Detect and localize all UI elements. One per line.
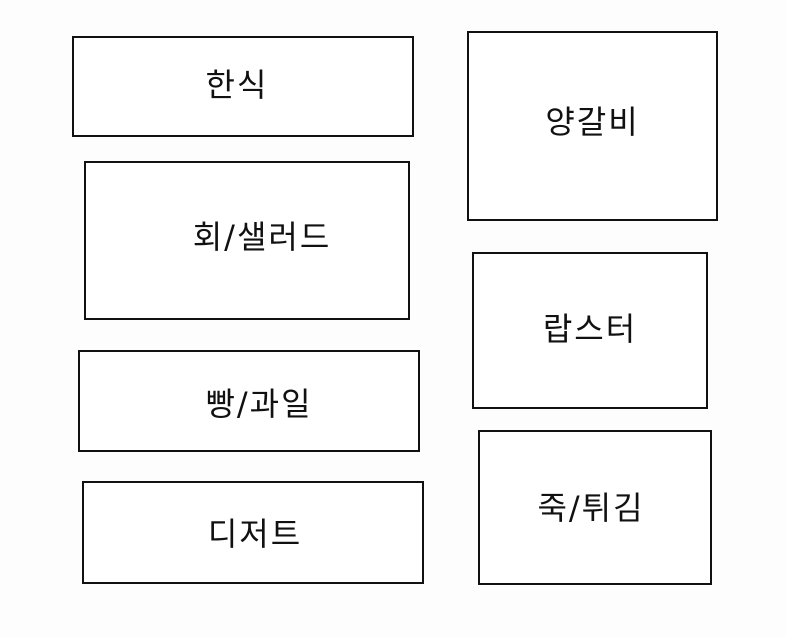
category-label-dessert: 디저트 bbox=[207, 514, 303, 553]
category-box-sashimi-salad: 회/샐러드 bbox=[84, 161, 410, 320]
category-box-lamb-ribs: 양갈비 bbox=[467, 31, 718, 221]
category-label-sashimi-salad: 회/샐러드 bbox=[192, 217, 332, 256]
category-label-lamb-ribs: 양갈비 bbox=[545, 103, 640, 141]
category-label-bread-fruit: 빵/과일 bbox=[205, 385, 313, 423]
category-box-korean: 한식 bbox=[72, 36, 414, 137]
category-box-dessert: 디저트 bbox=[82, 481, 424, 584]
category-box-lobster: 랍스터 bbox=[472, 252, 708, 409]
category-box-bread-fruit: 빵/과일 bbox=[78, 350, 420, 452]
category-label-porridge-fried: 죽/튀김 bbox=[537, 488, 645, 527]
category-box-porridge-fried: 죽/튀김 bbox=[478, 430, 712, 585]
category-label-lobster: 랍스터 bbox=[542, 309, 638, 348]
category-label-korean: 한식 bbox=[205, 65, 269, 104]
